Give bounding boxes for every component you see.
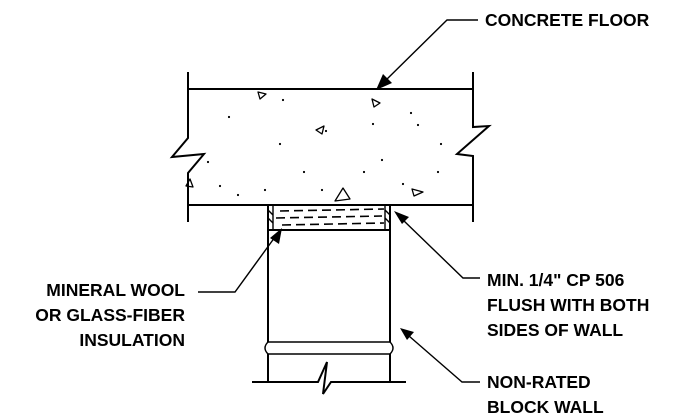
label-mineral-wool-line-1: MINERAL WOOL — [46, 280, 185, 300]
label-block-wall-line-1: NON-RATED — [487, 372, 591, 392]
leader-concrete-floor — [376, 19, 478, 90]
leader-block-wall — [400, 328, 480, 383]
concrete-aggregate — [185, 91, 443, 202]
joint-insulation — [267, 205, 391, 231]
label-cp506-line-2: FLUSH WITH BOTH — [487, 295, 649, 315]
label-block-wall: NON-RATED BLOCK WALL — [487, 372, 604, 417]
leader-mineral-wool — [198, 228, 282, 293]
label-mineral-wool-line-2: OR GLASS-FIBER — [35, 305, 185, 325]
label-cp506-line-1: MIN. 1/4" CP 506 — [487, 270, 625, 290]
label-block-wall-line-2: BLOCK WALL — [487, 397, 604, 417]
label-mineral-wool: MINERAL WOOL OR GLASS-FIBER INSULATION — [35, 280, 185, 350]
leader-cp506 — [394, 211, 480, 279]
label-cp506: MIN. 1/4" CP 506 FLUSH WITH BOTH SIDES O… — [487, 270, 649, 340]
concrete-floor-slab — [169, 72, 492, 222]
label-mineral-wool-line-3: INSULATION — [79, 330, 185, 350]
label-cp506-line-3: SIDES OF WALL — [487, 320, 623, 340]
block-wall — [252, 230, 406, 395]
label-concrete-floor: CONCRETE FLOOR — [485, 10, 650, 30]
